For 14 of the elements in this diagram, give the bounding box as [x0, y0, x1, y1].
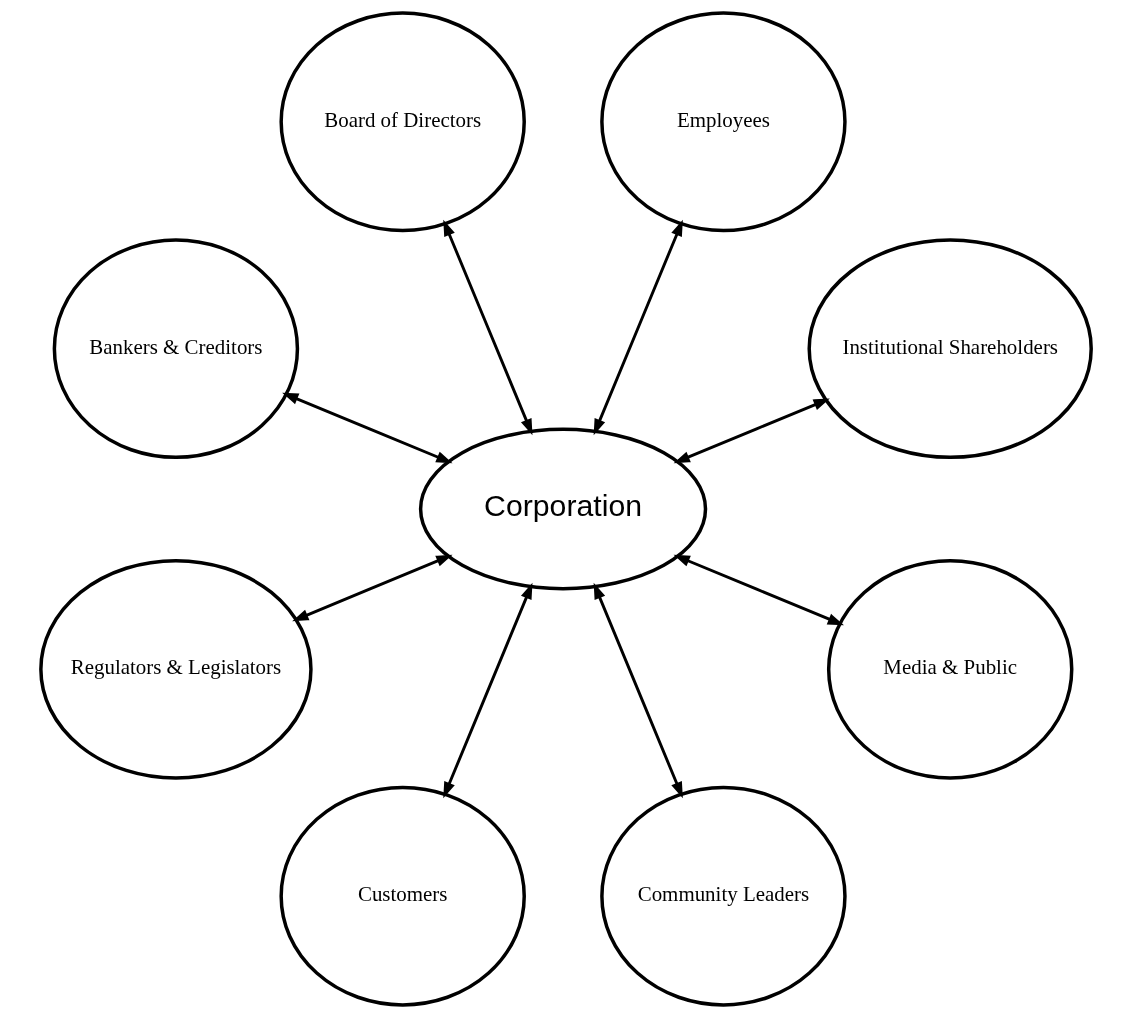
arrow: [673, 398, 830, 464]
node-ellipse: Community Leaders: [600, 785, 847, 1007]
node-ellipse: Institutional Shareholders: [807, 238, 1093, 460]
arrow: [282, 392, 453, 464]
arrow: [593, 219, 683, 436]
arrow: [673, 554, 844, 626]
arrow: [593, 582, 683, 799]
node-ellipse: Corporation: [418, 427, 708, 591]
node-ellipse: Customers: [279, 785, 526, 1007]
node-ellipse: Employees: [600, 11, 847, 233]
arrow: [443, 219, 533, 436]
arrow: [443, 582, 533, 799]
arrow: [292, 554, 453, 622]
node-ellipse: Board of Directors: [279, 11, 526, 233]
